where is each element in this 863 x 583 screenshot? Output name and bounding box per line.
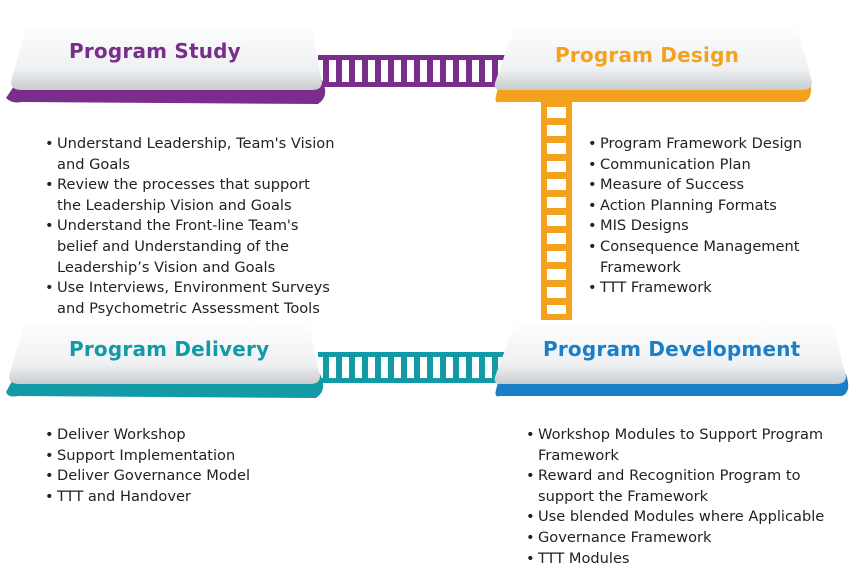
- list-item: Measure of Success: [588, 175, 803, 196]
- stage-title-design: Program Design: [555, 43, 740, 67]
- list-item: Understand Leadership, Team's Vision and…: [45, 134, 335, 175]
- list-item: Workshop Modules to Support Program Fram…: [526, 425, 826, 466]
- list-item: Consequence Management Framework: [588, 237, 803, 278]
- list-item: Deliver Workshop: [45, 425, 305, 446]
- plate-delivery: [6, 320, 324, 398]
- list-item: Use blended Modules where Applicable: [526, 507, 826, 528]
- list-item: Reward and Recognition Program to suppor…: [526, 466, 826, 507]
- ladder-design-development: [541, 88, 572, 324]
- list-item: Deliver Governance Model: [45, 466, 305, 487]
- design-item-list: Program Framework Design Communication P…: [588, 134, 803, 299]
- list-item: TTT and Handover: [45, 487, 305, 508]
- stage-title-delivery: Program Delivery: [69, 337, 270, 361]
- list-item: Communication Plan: [588, 155, 803, 176]
- list-item: Use Interviews, Environment Surveys and …: [45, 278, 335, 319]
- ladder-delivery-development: [318, 352, 513, 383]
- delivery-item-list: Deliver Workshop Support Implementation …: [45, 425, 305, 507]
- list-item: Support Implementation: [45, 446, 305, 467]
- plate-design: [494, 22, 812, 103]
- list-item: Action Planning Formats: [588, 196, 803, 217]
- list-item: Governance Framework: [526, 528, 826, 549]
- list-item: MIS Designs: [588, 216, 803, 237]
- list-item: Understand the Front-line Team's belief …: [45, 216, 335, 278]
- plate-study: [6, 22, 326, 104]
- list-item: TTT Modules: [526, 549, 826, 570]
- stage-title-development: Program Development: [543, 337, 801, 361]
- study-item-list: Understand Leadership, Team's Vision and…: [45, 134, 335, 319]
- development-item-list: Workshop Modules to Support Program Fram…: [526, 425, 826, 569]
- list-item: Review the processes that support the Le…: [45, 175, 335, 216]
- list-item: TTT Framework: [588, 278, 803, 299]
- ladder-study-design: [318, 55, 513, 87]
- stage-title-study: Program Study: [69, 39, 241, 63]
- list-item: Program Framework Design: [588, 134, 803, 155]
- plate-development: [494, 320, 849, 397]
